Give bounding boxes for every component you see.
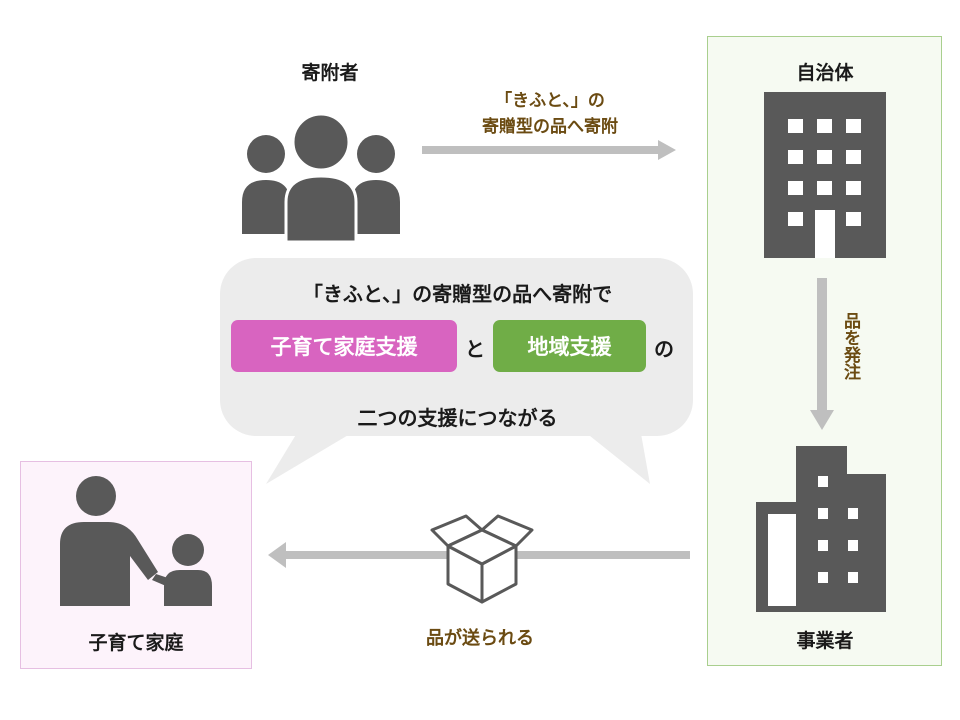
donate-arrow [422,140,676,160]
order-arrow-label: 品を発注 [840,312,860,380]
office-building-icon [764,92,886,258]
municipality-label: 自治体 [796,62,854,84]
people-group-icon [242,112,400,244]
business-label: 事業者 [796,630,854,652]
tag-regional-support: 地域支援 [493,320,646,372]
tag-child-support-text: 子育て家庭支援 [270,335,418,359]
donate-arrow-label-1: 「きふと、」の [495,91,605,111]
donate-arrow-label-2: 寄贈型の品へ寄附 [482,117,618,137]
parent-child-icon [60,476,212,606]
order-arrow [810,278,834,430]
tag-child-support: 子育て家庭支援 [231,320,457,372]
business-building-icon [756,446,886,612]
bubble-line-1: 「きふと、」の寄贈型の品へ寄附で [302,282,613,306]
open-box-icon [430,514,534,604]
family-label: 子育て家庭 [88,632,184,654]
donor-label: 寄附者 [301,62,359,84]
family-panel [20,461,252,669]
deliver-arrow-label: 品が送られる [426,628,534,649]
bubble-suffix: の [654,337,674,361]
bubble-line-3: 二つの支援につながる [357,406,558,430]
bubble-connector: と [465,337,485,361]
tag-regional-support-text: 地域支援 [527,335,612,359]
